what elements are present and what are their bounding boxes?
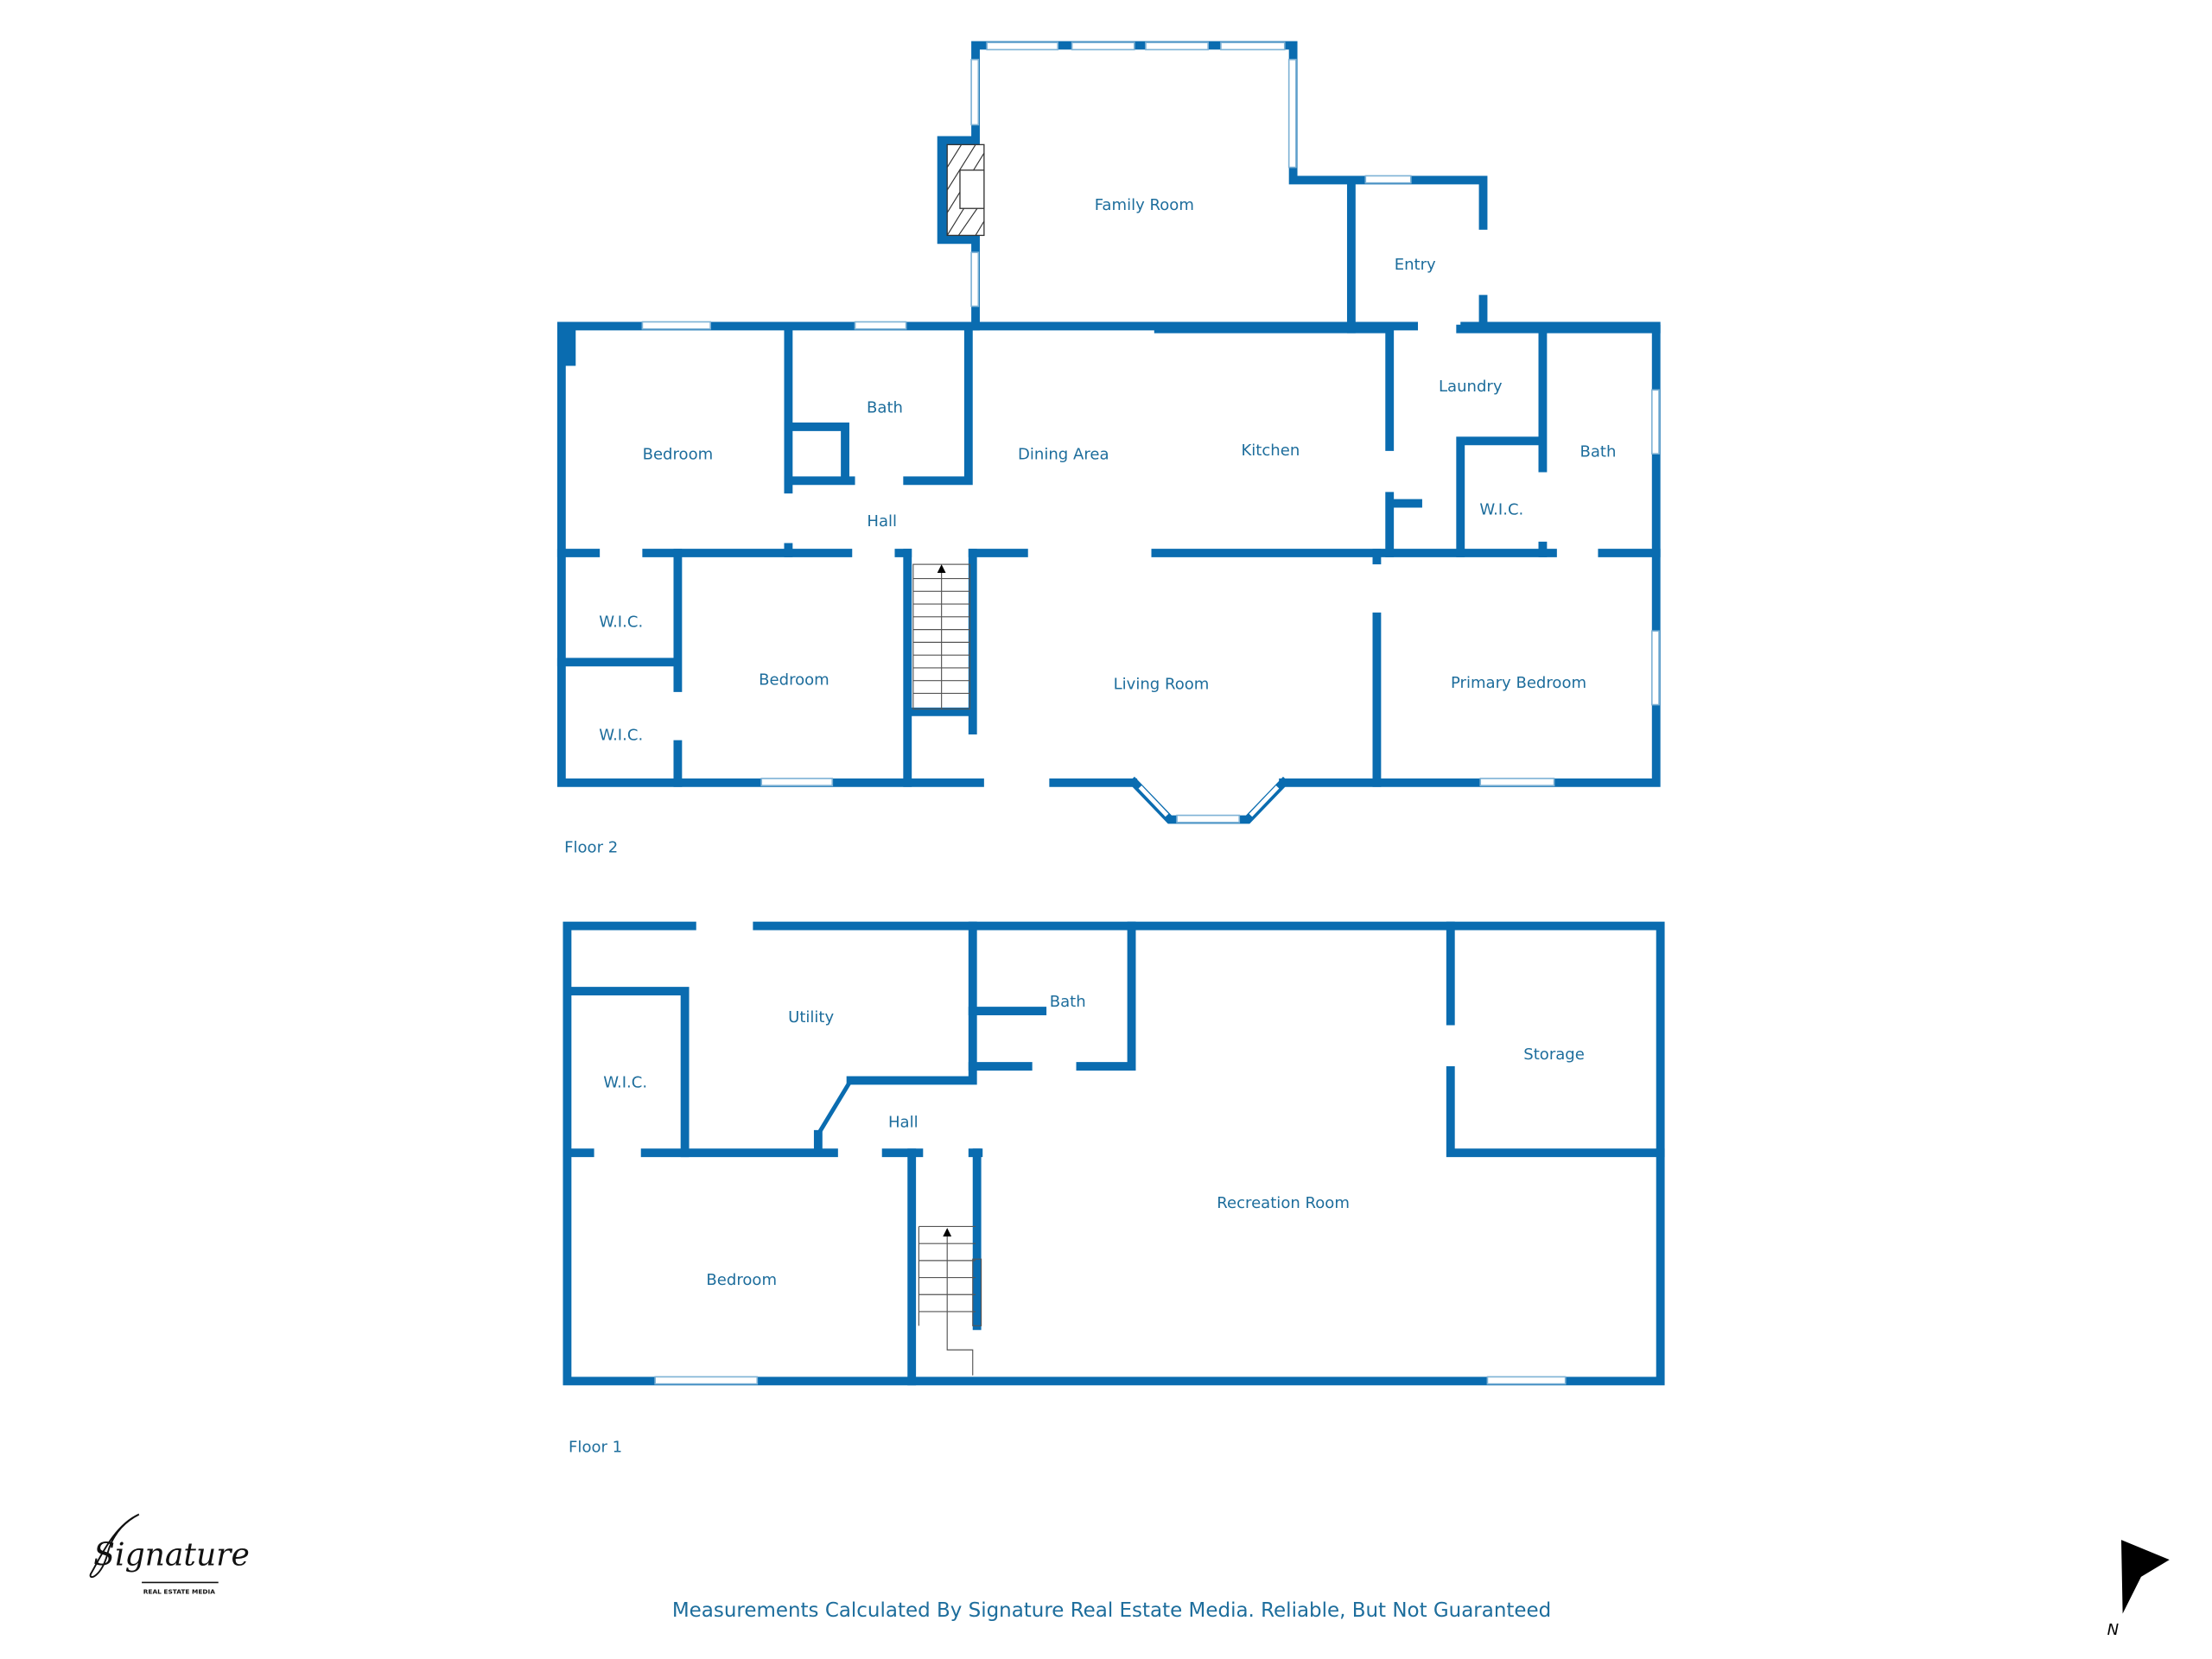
room-label-entry: Entry	[1395, 256, 1436, 274]
room-label-bedroom: Bedroom	[706, 1271, 777, 1289]
signature-logo: Signature REAL ESTATE MEDIA	[89, 1513, 250, 1596]
stairs	[912, 563, 971, 710]
compass-north-label: N	[2107, 1621, 2120, 1639]
room-label-wic: W.I.C.	[603, 1074, 647, 1092]
room-label-storage: Storage	[1523, 1046, 1585, 1064]
stairs	[918, 1225, 982, 1376]
door-gap	[983, 774, 1050, 789]
bay-window	[1138, 785, 1280, 817]
room-label-primary-bedroom: Primary Bedroom	[1451, 674, 1586, 692]
window	[654, 1376, 759, 1385]
room-label-bedroom: Bedroom	[643, 446, 714, 464]
stair-wall	[903, 549, 977, 787]
room-label-living-room: Living Room	[1114, 676, 1210, 694]
family-room-wall	[971, 41, 1488, 331]
window	[1071, 41, 1135, 51]
north-compass-icon: N	[2107, 1540, 2170, 1639]
stair-wall	[907, 1148, 982, 1386]
room-label-dining-area: Dining Area	[1018, 446, 1109, 464]
floor-1-label: Floor 1	[569, 1438, 622, 1456]
window	[970, 251, 980, 308]
window	[1287, 59, 1297, 168]
logo-subtext: REAL ESTATE MEDIA	[143, 1588, 216, 1596]
room-label-kitchen: Kitchen	[1241, 442, 1300, 460]
wall-corner	[561, 326, 576, 366]
door-gap	[696, 918, 753, 933]
room-label-wic: W.I.C.	[599, 613, 643, 631]
angled-door	[816, 1079, 853, 1136]
stair-arrow-icon	[943, 1228, 952, 1236]
window	[970, 59, 980, 126]
wic-wall	[556, 549, 683, 787]
room-label-bath: Bath	[1050, 993, 1086, 1011]
window	[1176, 814, 1241, 823]
window	[1145, 41, 1209, 51]
logo-wordmark: Signature	[93, 1536, 250, 1573]
kitchen-wall	[1154, 324, 1422, 557]
room-label-wic: W.I.C.	[599, 727, 643, 745]
floor-1-plan: Utility Bath Storage W.I.C. Hall Recreat…	[563, 918, 1665, 1456]
window	[1650, 630, 1660, 706]
bath-wall	[784, 324, 973, 486]
room-label-laundry: Laundry	[1439, 378, 1503, 396]
laundry-wall	[1456, 324, 1661, 557]
fireplace-icon	[946, 143, 985, 237]
room-label-recreation-room: Recreation Room	[1217, 1194, 1350, 1212]
window	[854, 321, 907, 330]
room-label-wic: W.I.C.	[1479, 501, 1523, 519]
window	[1220, 41, 1286, 51]
room-label-bedroom: Bedroom	[759, 671, 830, 690]
window	[1486, 1376, 1567, 1385]
utility-wall	[813, 921, 977, 1154]
room-label-family-room: Family Room	[1095, 196, 1194, 214]
floor-2-label: Floor 2	[564, 838, 618, 856]
window	[986, 41, 1059, 51]
window	[1650, 389, 1660, 454]
storage-wall	[1446, 921, 1665, 1158]
stair-arrow-icon	[937, 564, 946, 573]
bath-wall	[968, 921, 1136, 1071]
disclaimer-text: Measurements Calculated By Signature Rea…	[672, 1599, 1551, 1622]
wic-wall	[565, 987, 690, 1158]
room-label-hall: Hall	[888, 1114, 918, 1132]
bay-opening	[1137, 774, 1280, 789]
window	[1479, 778, 1555, 786]
room-label-hall: Hall	[867, 512, 897, 531]
entry-door-gap	[1474, 229, 1492, 296]
room-label-bath: Bath	[1580, 442, 1616, 461]
window	[641, 321, 711, 330]
window	[1364, 175, 1412, 184]
entry-opening	[1418, 317, 1461, 335]
room-label-bath: Bath	[867, 399, 903, 417]
room-label-utility: Utility	[788, 1008, 834, 1027]
window	[760, 778, 834, 786]
floor-2-plan: Family Room Entry Bedroom Bath Dining Ar…	[556, 41, 1661, 856]
